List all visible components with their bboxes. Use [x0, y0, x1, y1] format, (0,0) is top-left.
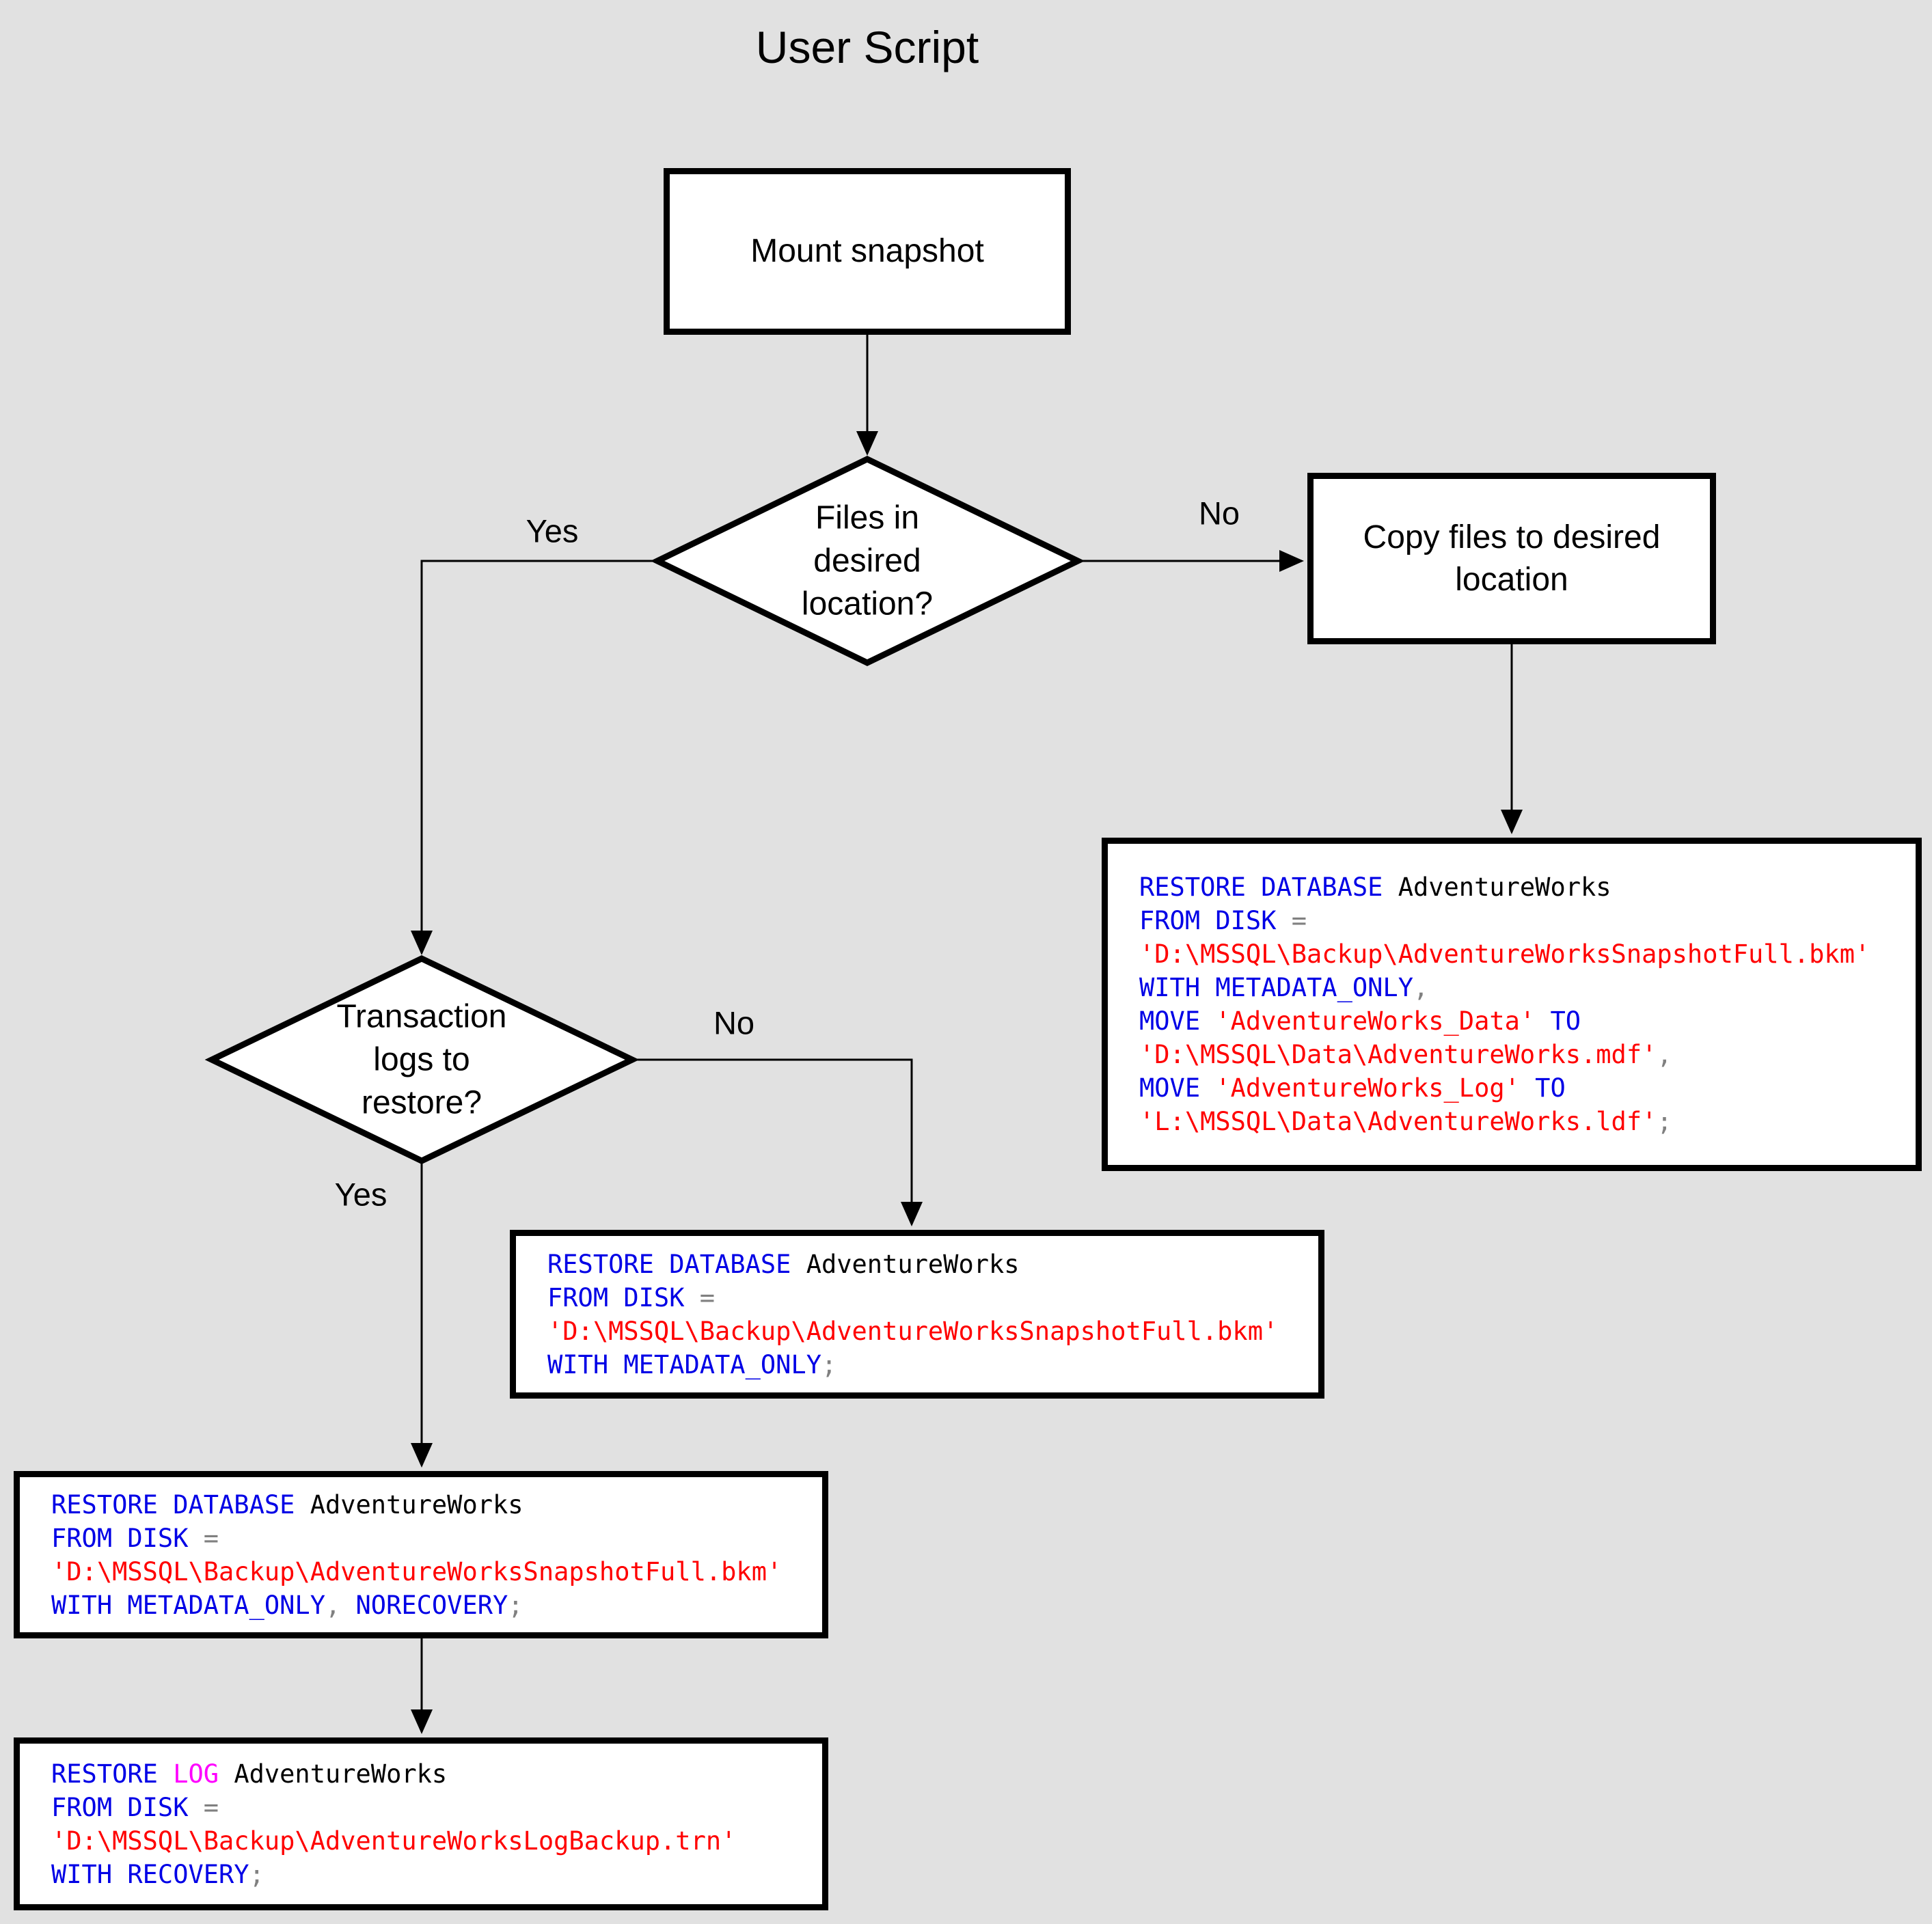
files-yes-label: Yes: [526, 512, 579, 549]
code-line: MOVE 'AdventureWorks_Data' TO: [1139, 1006, 1581, 1036]
code-line: WITH METADATA_ONLY;: [547, 1349, 837, 1379]
logs-yes-label: Yes: [334, 1176, 387, 1213]
files-no-label: No: [1198, 495, 1240, 532]
code-line: RESTORE DATABASE AdventureWorks: [547, 1249, 1020, 1279]
code-line: RESTORE DATABASE AdventureWorks: [1139, 872, 1611, 902]
code-line: FROM DISK =: [51, 1523, 219, 1553]
files-decision-label: Files in desired location?: [801, 499, 934, 622]
code-line: 'D:\MSSQL\Backup\AdventureWorksLogBackup…: [51, 1826, 737, 1856]
mount-snapshot-node: Mount snapshot: [664, 168, 1071, 335]
code-line: FROM DISK =: [547, 1282, 716, 1313]
code-line: RESTORE DATABASE AdventureWorks: [51, 1489, 523, 1520]
code-line: 'D:\MSSQL\Backup\AdventureWorksSnapshotF…: [1139, 939, 1870, 969]
logs-decision-diamond: [204, 955, 640, 1164]
mount-snapshot-label: Mount snapshot: [750, 233, 984, 269]
logs-no-label: No: [713, 1004, 755, 1041]
code-line: MOVE 'AdventureWorks_Log' TO: [1139, 1073, 1566, 1103]
page-title: User Script: [755, 22, 979, 72]
code-line: 'L:\MSSQL\Data\AdventureWorks.ldf';: [1139, 1107, 1672, 1136]
edge-files-yes-to-logs-decision: [411, 560, 657, 955]
code-line: FROM DISK =: [51, 1792, 219, 1822]
code-line: WITH METADATA_ONLY,: [1139, 973, 1429, 1002]
copy-files-label: Copy files to desired location: [1363, 519, 1661, 598]
code-line: 'D:\MSSQL\Backup\AdventureWorksSnapshotF…: [51, 1556, 783, 1586]
edge-logs-no-to-no-logs-code: [632, 1058, 923, 1226]
code-line: 'D:\MSSQL\Backup\AdventureWorksSnapshotF…: [547, 1316, 1279, 1346]
files-decision-diamond: [650, 455, 1085, 667]
code-line: WITH RECOVERY;: [51, 1859, 264, 1889]
code-line: WITH METADATA_ONLY, NORECOVERY;: [51, 1590, 523, 1620]
code-line: 'D:\MSSQL\Data\AdventureWorks.mdf',: [1139, 1040, 1672, 1069]
logs-decision-label: Transaction logs to restore?: [336, 998, 507, 1121]
code-line: RESTORE LOG AdventureWorks: [51, 1759, 448, 1789]
copy-files-node: Copy files to desired location: [1307, 473, 1716, 644]
code-line: FROM DISK =: [1139, 906, 1307, 935]
